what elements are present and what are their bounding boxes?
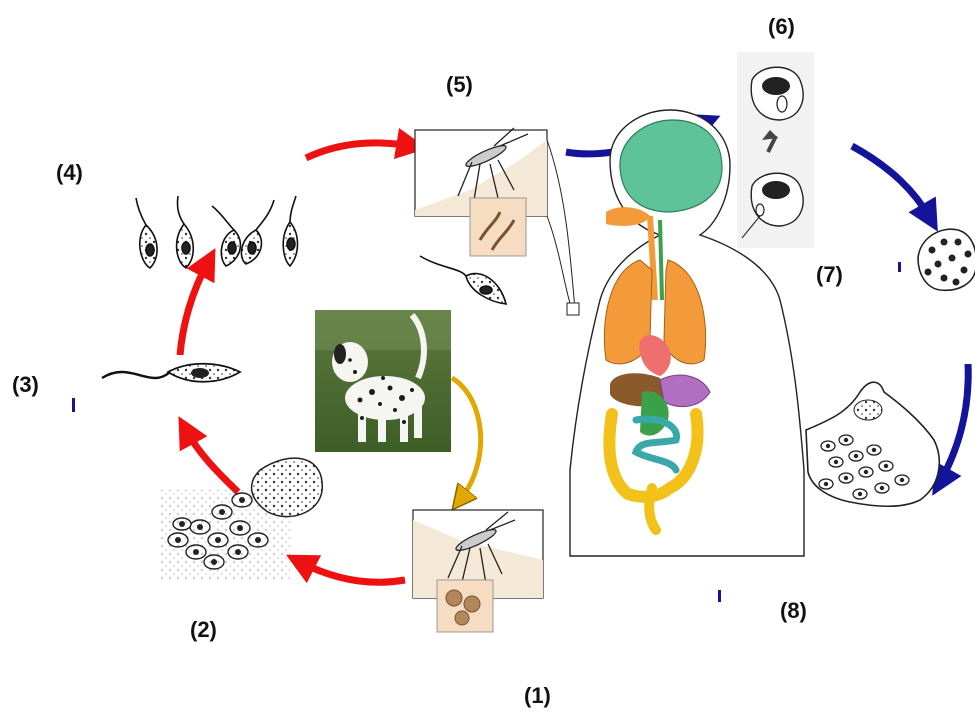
dog-to-sandfly-arrow	[452, 378, 481, 500]
arrow-2-to-3	[186, 430, 238, 492]
stage-6-macrophage-phagocytosis	[737, 52, 814, 248]
step-label-8: (8)	[780, 598, 807, 624]
stage-1-sandfly-feeding	[413, 510, 543, 632]
arrow-6-to-7	[852, 146, 930, 218]
step-label-5: (5)	[446, 72, 473, 98]
step-label-6: (6)	[768, 14, 795, 40]
step-label-1: (1)	[524, 683, 551, 709]
stage-3-promastigote	[102, 364, 240, 382]
stage-5-sandfly-feeding-human	[415, 128, 579, 315]
arrow-1-to-2	[300, 562, 405, 582]
step-label-3: (3)	[12, 372, 39, 398]
arrow-4-to-5	[306, 143, 412, 158]
stage-7-amastigote-multiplication	[898, 229, 975, 290]
arrow-3-to-4	[180, 262, 208, 355]
dog-photo	[315, 310, 451, 452]
step-label-4: (4)	[56, 160, 83, 186]
stage-8-cell-rupture	[806, 382, 939, 506]
stage-4-metacyclic-promastigotes	[136, 196, 298, 268]
step-label-7: (7)	[816, 262, 843, 288]
stage-2-amastigotes	[160, 458, 322, 580]
step-label-2: (2)	[190, 617, 217, 643]
arrow-7-to-8	[940, 364, 968, 482]
